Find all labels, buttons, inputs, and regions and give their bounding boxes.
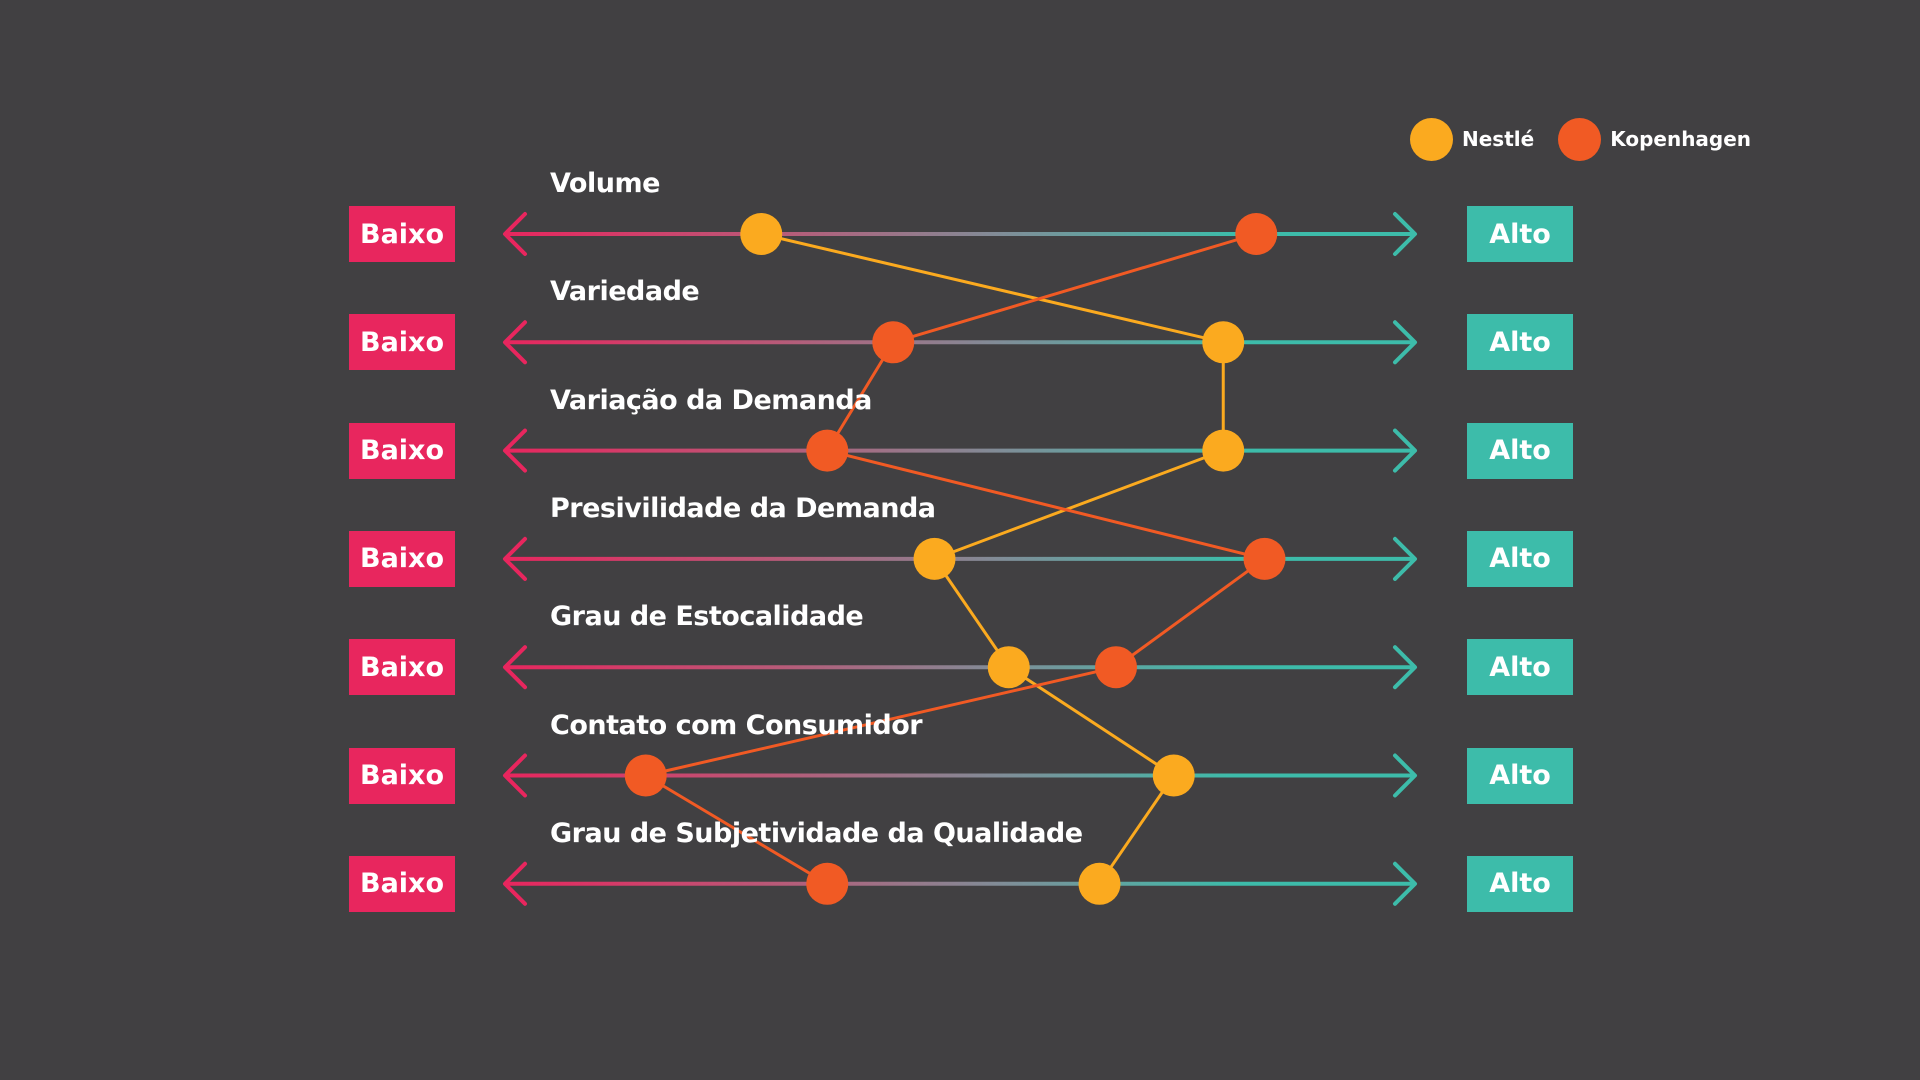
low-label: Baixo [349, 855, 455, 912]
left-arrow-icon [503, 536, 527, 581]
data-point [1235, 213, 1278, 255]
data-point [1095, 646, 1137, 689]
data-point [806, 862, 849, 905]
data-point [872, 321, 915, 364]
high-label: Alto [1467, 639, 1573, 696]
row-title: Contato com Consumidor [550, 709, 923, 741]
high-label: Alto [1467, 206, 1573, 262]
right-arrow-icon [1393, 320, 1417, 365]
data-point [1202, 321, 1245, 364]
low-label: Baixo [349, 530, 455, 587]
data-point [1078, 862, 1121, 905]
high-label: Alto [1467, 855, 1573, 912]
left-arrow-icon [503, 212, 527, 256]
left-arrow-icon [503, 861, 527, 906]
legend: Nestlé Kopenhagen [1410, 117, 1775, 161]
left-arrow-icon [503, 645, 527, 690]
high-label: Alto [1467, 314, 1573, 371]
low-label: Baixo [349, 747, 455, 804]
data-point [740, 213, 783, 255]
data-point [624, 754, 667, 797]
row-title: Grau de Subjetividade da Qualidade [550, 817, 1083, 849]
left-arrow-icon [503, 320, 527, 365]
right-arrow-icon [1393, 861, 1417, 906]
row-title: Presivilidade da Demanda [550, 492, 936, 524]
low-label: Baixo [349, 422, 455, 479]
low-label: Baixo [349, 314, 455, 371]
row-title: Volume [550, 168, 660, 199]
low-label: Baixo [349, 206, 455, 262]
legend-swatch-nestle [1410, 117, 1453, 161]
left-arrow-icon [503, 428, 527, 473]
high-label: Alto [1467, 422, 1573, 479]
legend-label-kopenhagen: Kopenhagen [1610, 127, 1752, 151]
row-title: Variação da Demanda [550, 384, 872, 416]
data-point [1202, 429, 1245, 472]
high-label: Alto [1467, 530, 1573, 587]
right-arrow-icon [1393, 645, 1417, 690]
legend-label-nestle: Nestlé [1462, 127, 1535, 151]
right-arrow-icon [1393, 536, 1417, 581]
data-point [1152, 754, 1195, 797]
legend-item-nestle: Nestlé [1410, 117, 1535, 161]
data-point [987, 646, 1030, 689]
data-point [806, 429, 849, 472]
right-arrow-icon [1393, 753, 1417, 798]
data-point [1243, 537, 1286, 580]
data-point [913, 537, 956, 580]
right-arrow-icon [1393, 212, 1417, 256]
row-title: Variedade [550, 276, 700, 308]
series-points [624, 213, 1286, 905]
row-title: Grau de Estocalidade [550, 601, 864, 633]
low-label: Baixo [349, 639, 455, 696]
legend-item-kopenhagen: Kopenhagen [1558, 117, 1752, 161]
legend-swatch-kopenhagen [1558, 117, 1602, 161]
high-label: Alto [1467, 747, 1573, 804]
left-arrow-icon [503, 753, 527, 798]
right-arrow-icon [1393, 428, 1417, 473]
